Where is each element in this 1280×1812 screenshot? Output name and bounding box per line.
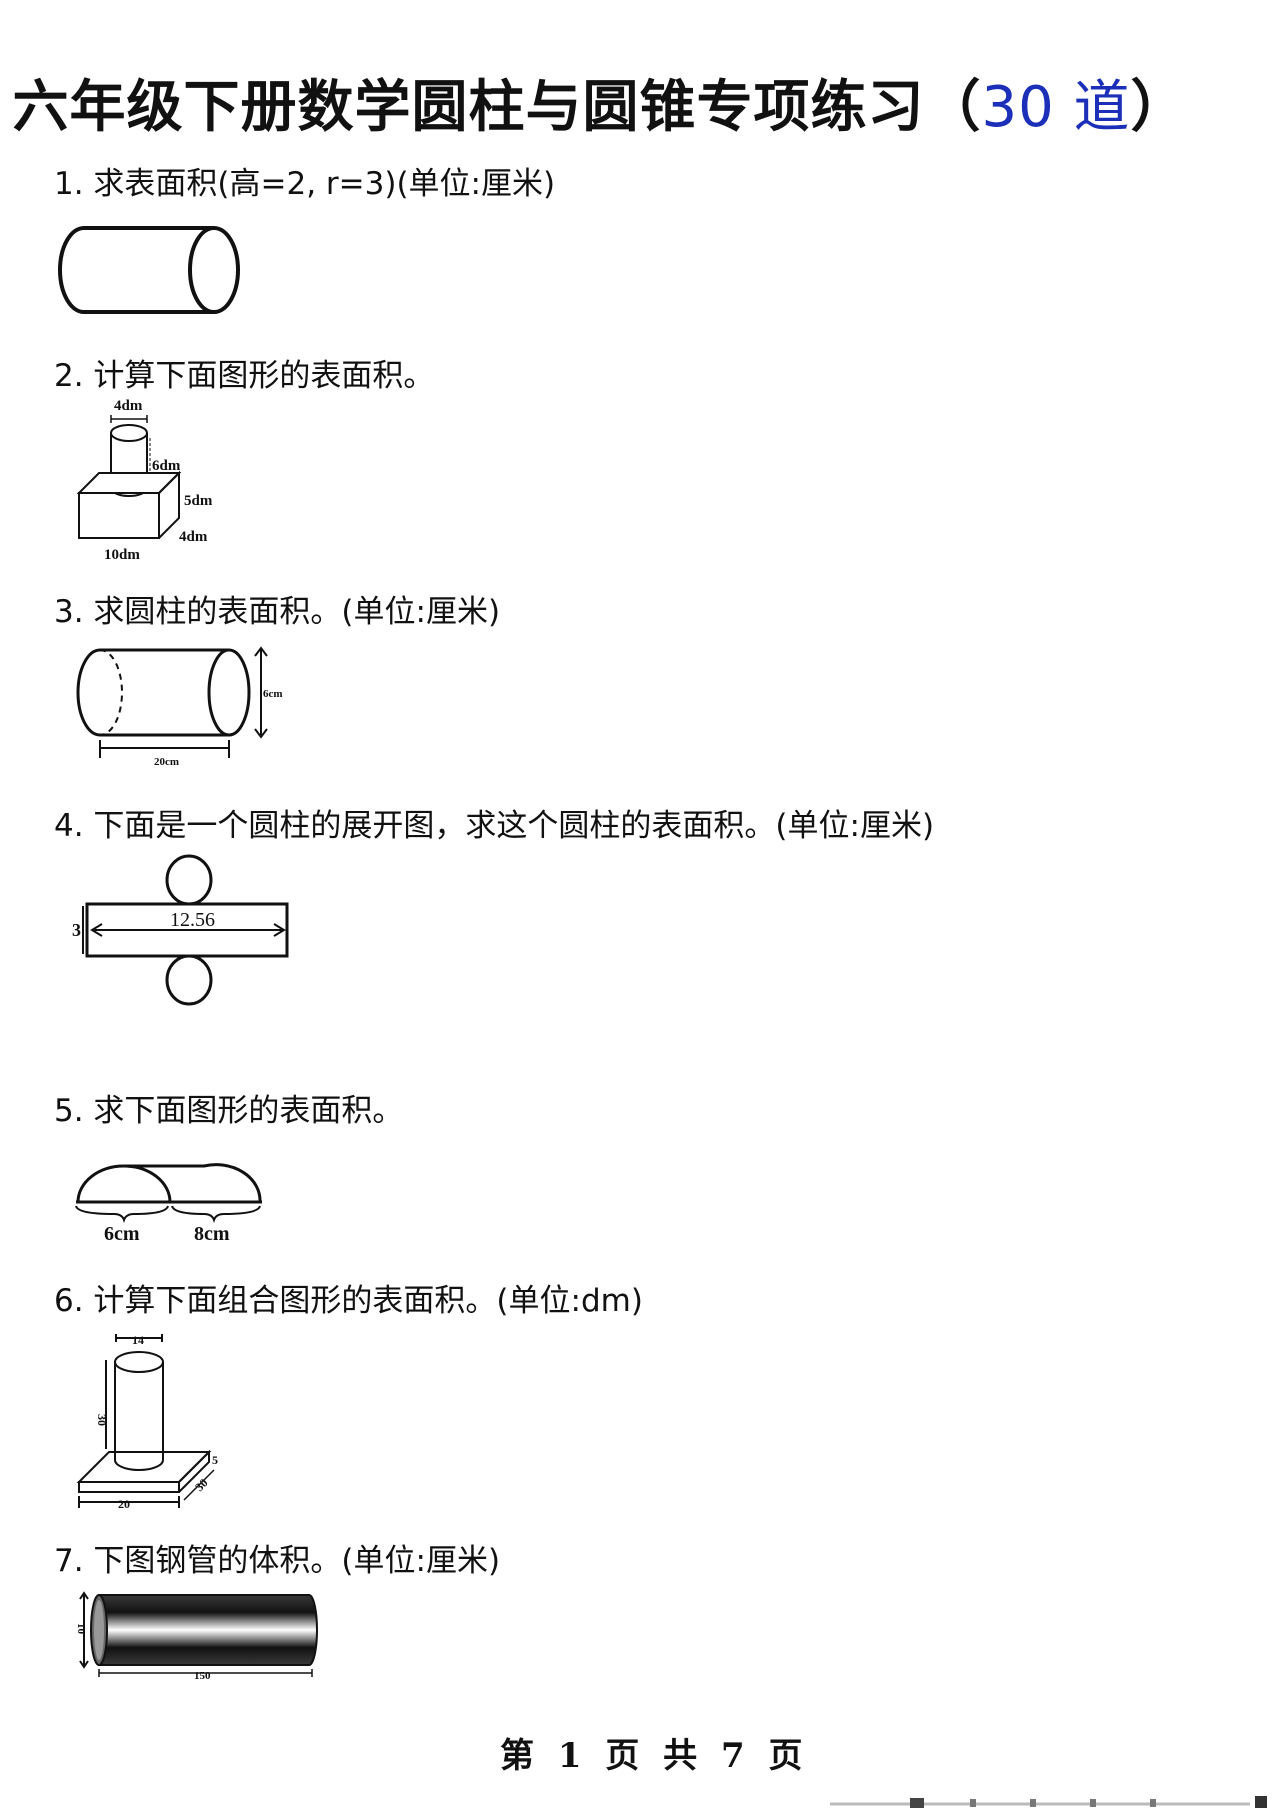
fig3-length-label: 20cm bbox=[154, 756, 179, 768]
fig6-height-label: 30 bbox=[95, 1414, 109, 1426]
figure-4-net: 12.56 3 bbox=[54, 850, 294, 1010]
fig4-width-label: 3 bbox=[72, 920, 81, 940]
question-3: 3. 求圆柱的表面积。(单位:厘米) bbox=[54, 594, 501, 630]
figure-6-cylinder-on-slab: 14 30 5 30 20 bbox=[54, 1332, 254, 1517]
question-2: 2. 计算下面图形的表面积。 bbox=[54, 358, 435, 394]
fig5-left-label: 6cm bbox=[104, 1223, 140, 1245]
fig2-height-label: 6dm bbox=[152, 458, 181, 474]
fig2-top-label: 4dm bbox=[114, 398, 143, 414]
figure-5-half-cylinders: 6cm 8cm bbox=[54, 1140, 284, 1250]
page-footer: 第 1 页 共 7 页 bbox=[500, 1736, 809, 1776]
fig2-boxw-label: 10dm bbox=[104, 547, 140, 563]
page-edge-decoration bbox=[830, 1793, 1270, 1812]
fig5-right-label: 8cm bbox=[194, 1223, 230, 1245]
fig7-length-label: 150 bbox=[194, 1670, 211, 1682]
fig6-top-label: 14 bbox=[132, 1333, 144, 1347]
fig2-boxh-label: 5dm bbox=[184, 493, 213, 509]
page-title: 六年级下册数学圆柱与圆锥专项练习（30 道） bbox=[12, 75, 1188, 140]
figure-7-steel-pipe: 10 150 bbox=[54, 1585, 334, 1685]
figure-2-cylinder-on-box: 4dm 6dm 5dm 4dm 10dm bbox=[54, 393, 254, 568]
figure-3-cylinder: 6cm 20cm bbox=[54, 640, 294, 770]
question-1: 1. 求表面积(高=2, r=3)(单位:厘米) bbox=[54, 166, 556, 202]
question-6: 6. 计算下面组合图形的表面积。(单位:dm) bbox=[54, 1283, 643, 1319]
question-5: 5. 求下面图形的表面积。 bbox=[54, 1093, 404, 1129]
question-4: 4. 下面是一个圆柱的展开图，求这个圆柱的表面积。(单位:厘米) bbox=[54, 808, 935, 844]
fig7-dia-label: 10 bbox=[75, 1623, 87, 1635]
fig6-basew-label: 20 bbox=[118, 1497, 130, 1511]
fig6-based-label: 30 bbox=[192, 1476, 210, 1494]
fig6-baseh-label: 5 bbox=[212, 1453, 218, 1467]
question-7: 7. 下图钢管的体积。(单位:厘米) bbox=[54, 1543, 501, 1579]
fig4-length-label: 12.56 bbox=[170, 909, 215, 931]
fig3-height-label: 6cm bbox=[263, 688, 283, 700]
figure-1-cylinder bbox=[54, 210, 254, 330]
question-count: 30 道 bbox=[981, 75, 1131, 140]
fig2-boxd-label: 4dm bbox=[179, 529, 208, 545]
